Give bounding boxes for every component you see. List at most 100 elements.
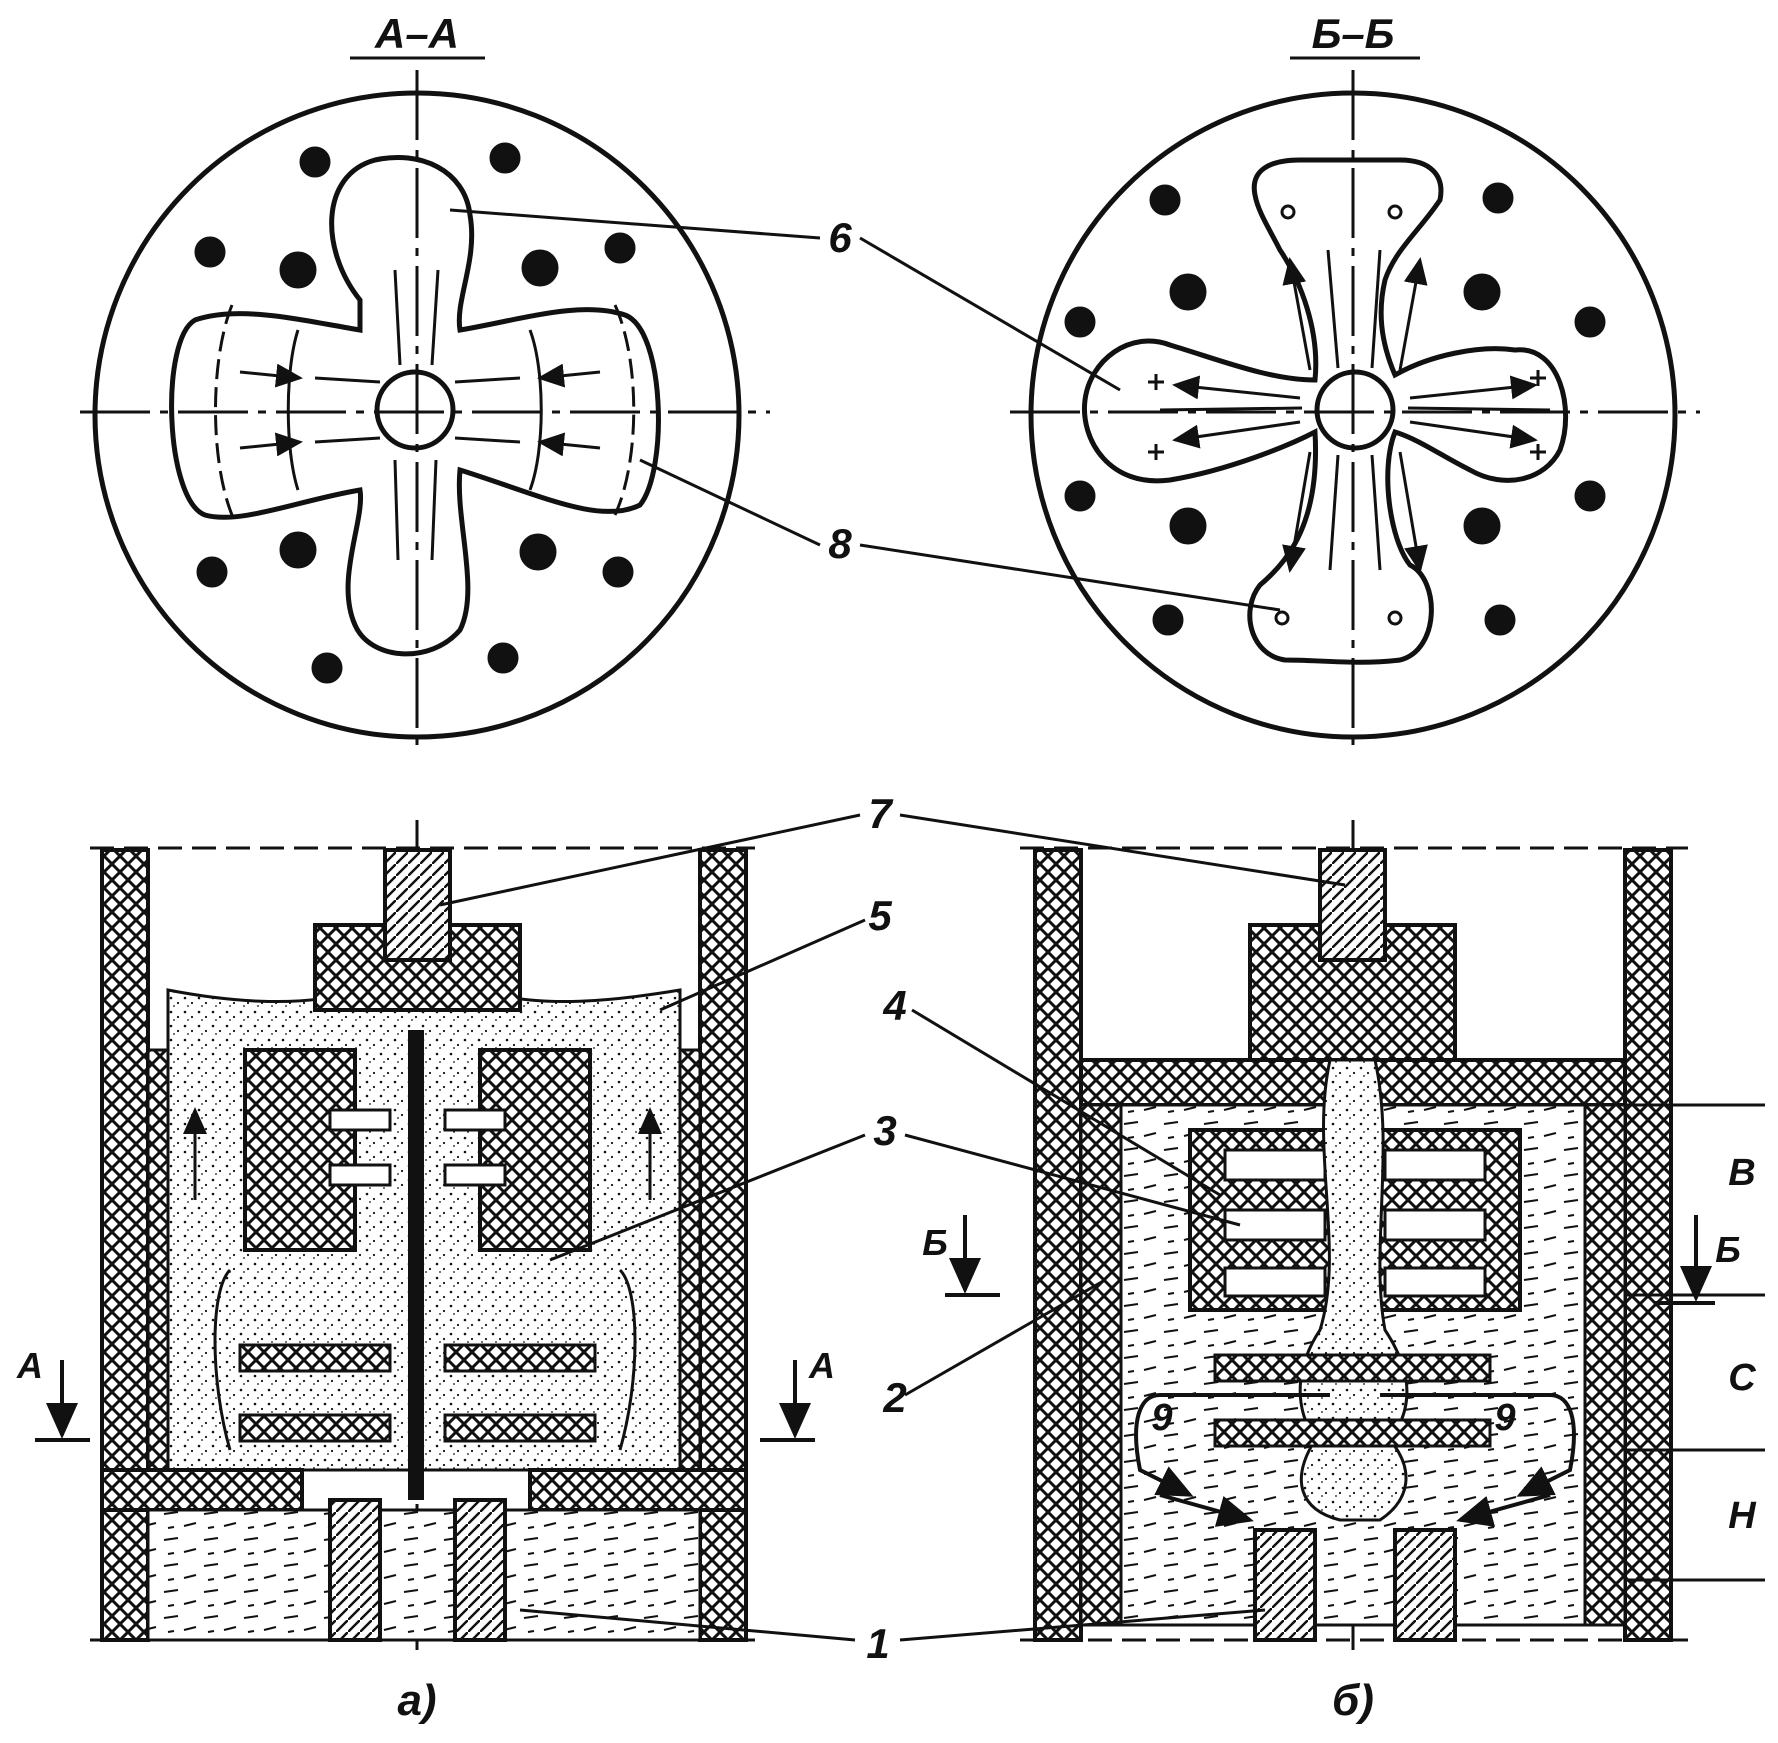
furnace-a-lower-plate-2r	[443, 1413, 597, 1443]
section-bb-hole	[1152, 604, 1184, 636]
furnace-a-view	[35, 820, 815, 1660]
section-aa-hole	[519, 533, 557, 571]
furnace-a-upper-block-right	[478, 1048, 592, 1252]
section-bb-flow-lines	[1159, 249, 1551, 573]
section-bb-title: Б–Б	[1312, 10, 1395, 57]
leader-lines	[439, 208, 1346, 1642]
leader-4	[911, 1008, 1221, 1197]
section-bb-hole	[1482, 182, 1514, 214]
section-bb-hole	[1149, 184, 1181, 216]
section-aa-hole	[602, 556, 634, 588]
section-aa-hole	[311, 652, 343, 684]
furnace-b-right-inner	[1583, 1103, 1627, 1627]
furnace-b-circulation	[1134, 1393, 1576, 1527]
furnace-a-upper-block-left	[243, 1048, 357, 1252]
section-bb-small-holes	[1274, 204, 1403, 626]
zone-label-v: В	[1728, 1152, 1755, 1194]
furnace-b-zone-lines	[1625, 1103, 1765, 1582]
furnace-b-upper-plates	[1223, 1148, 1487, 1298]
furnace-a-bottom-slab-right	[528, 1468, 748, 1512]
zone-label-c: С	[1728, 1357, 1756, 1399]
subcaption-b: б)	[1332, 1676, 1374, 1725]
leader-6-a	[449, 208, 821, 240]
leader-6-b	[859, 236, 1121, 392]
furnace-b-left-wall	[1033, 848, 1083, 1642]
section-bb-hole	[1064, 306, 1096, 338]
callout-4: 4	[882, 982, 906, 1029]
callout-7: 7	[868, 790, 893, 837]
section-mark-b-left: Б	[922, 1222, 948, 1263]
leader-8-b	[859, 543, 1281, 612]
furnace-b-drain-right	[1393, 1528, 1457, 1642]
zone-label-n: Н	[1728, 1495, 1757, 1537]
section-aa-view	[80, 70, 770, 745]
section-mark-b-right: Б	[1715, 1229, 1741, 1270]
section-aa-hole	[521, 249, 559, 287]
section-mark-a-right: А	[808, 1345, 835, 1386]
section-aa-hole	[196, 556, 228, 588]
section-aa-hole	[194, 236, 226, 268]
section-bb-hole	[1574, 306, 1606, 338]
section-bb-view	[1010, 70, 1700, 745]
furnace-a-drain-right	[453, 1498, 507, 1642]
section-aa-hole	[279, 251, 317, 289]
furnace-a-electrode	[408, 1030, 424, 1500]
section-bb-hole	[1484, 604, 1516, 636]
furnace-a-lower-plate-1r	[443, 1343, 597, 1373]
furnace-b-lower-plate-1	[1213, 1353, 1492, 1383]
section-aa-hole	[604, 232, 636, 264]
leader-1-a	[519, 1608, 856, 1642]
section-bb-cavity	[1081, 157, 1569, 665]
furnace-b-view	[945, 820, 1765, 1660]
section-bb-center-bore	[1314, 369, 1396, 451]
furnace-a-lower-plate-1l	[238, 1343, 392, 1373]
furnace-b-cut-mark-right	[1655, 1215, 1715, 1305]
furnace-a-electrode-holder	[383, 848, 452, 962]
section-aa-title: А–А	[374, 10, 459, 57]
furnace-a-left-inner-wall	[146, 1048, 170, 1472]
section-bb-hole	[1574, 480, 1606, 512]
furnace-a-plate-gaps	[328, 1108, 507, 1187]
furnace-b-right-wall	[1623, 848, 1673, 1642]
furnace-a-cut-mark-left	[35, 1360, 90, 1442]
flow-mark-right: 9	[1494, 1397, 1515, 1439]
section-aa-cavity	[169, 154, 661, 657]
section-aa-hole	[487, 642, 519, 674]
section-aa-electrode-holes	[194, 142, 636, 684]
callout-3: 3	[873, 1107, 896, 1154]
section-aa-hole	[299, 146, 331, 178]
section-bb-hole	[1064, 480, 1096, 512]
furnace-b-deposit	[1298, 1058, 1409, 1522]
flow-mark-left: 9	[1151, 1397, 1172, 1439]
callout-8: 8	[828, 520, 852, 567]
subcaption-a: а)	[397, 1676, 436, 1725]
callout-1: 1	[866, 1620, 889, 1667]
section-bb-electrode-holes	[1064, 182, 1606, 636]
section-bb-plus-marks	[1148, 370, 1546, 460]
callout-2: 2	[882, 1374, 906, 1421]
furnace-b-drain-left	[1253, 1528, 1317, 1642]
leader-2	[904, 1278, 1106, 1397]
furnace-a-cut-mark-right	[760, 1360, 815, 1442]
leader-5	[659, 918, 866, 1012]
furnace-a-flow-arrows	[183, 1107, 662, 1451]
furnace-b-electrode-holder	[1318, 848, 1387, 962]
section-aa-center-bore	[374, 369, 456, 451]
furnace-a-right-inner-wall	[678, 1048, 702, 1472]
section-bb-hole	[1463, 273, 1501, 311]
furnace-b-lower-plate-2	[1213, 1418, 1492, 1448]
section-bb-hole	[1169, 507, 1207, 545]
callout-5: 5	[868, 892, 892, 939]
furnace-a-bottom-slab-left	[100, 1468, 304, 1512]
leader-3-a	[549, 1133, 866, 1262]
furnace-a-sump	[146, 1508, 702, 1642]
section-mark-a-left: А	[16, 1345, 43, 1386]
section-aa-hole	[279, 531, 317, 569]
leader-7-b	[899, 813, 1346, 887]
section-aa-hole	[489, 142, 521, 174]
furnace-a-lower-plate-2l	[238, 1413, 392, 1443]
callout-6: 6	[828, 214, 852, 261]
furnace-a-left-wall	[100, 848, 150, 1642]
furnace-a-right-wall	[698, 848, 748, 1642]
